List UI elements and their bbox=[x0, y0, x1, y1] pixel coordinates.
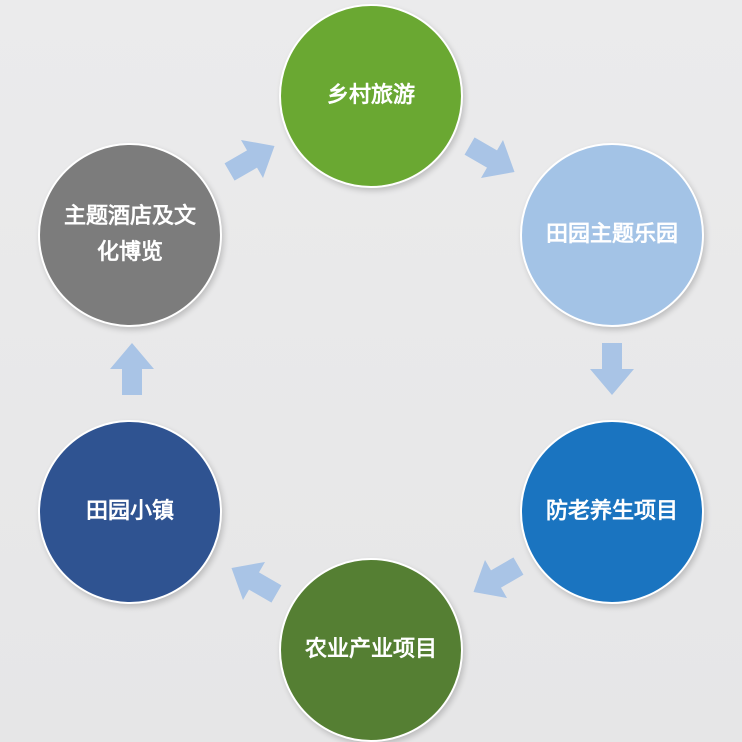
node-label: 主题酒店及文化博览 bbox=[63, 204, 196, 265]
node-pastoral-town: 田园小镇 bbox=[38, 420, 222, 604]
node-label: 防老养生项目 bbox=[545, 499, 678, 524]
arrow-icon bbox=[586, 343, 638, 395]
node-agricultural-industry-project: 农业产业项目 bbox=[279, 558, 463, 742]
arrow-icon bbox=[106, 343, 158, 395]
arrow-shape bbox=[590, 343, 634, 395]
node-label: 农业产业项目 bbox=[304, 637, 437, 662]
arrow-icon bbox=[218, 545, 289, 616]
node-label: 乡村旅游 bbox=[326, 83, 415, 108]
arrow-shape bbox=[231, 561, 282, 603]
node-label: 田园主题乐园 bbox=[545, 222, 678, 247]
node-rural-tourism: 乡村旅游 bbox=[279, 4, 463, 188]
arrow-icon bbox=[460, 543, 531, 614]
arrow-shape bbox=[473, 557, 524, 599]
arrow-shape bbox=[224, 139, 275, 181]
node-pastoral-theme-park: 田园主题乐园 bbox=[520, 143, 704, 327]
arrow-shape bbox=[464, 137, 515, 179]
arrow-icon bbox=[456, 123, 527, 194]
node-elderly-wellness-project: 防老养生项目 bbox=[520, 420, 704, 604]
node-theme-hotel-culture-expo: 主题酒店及文化博览 bbox=[38, 143, 222, 327]
arrow-shape bbox=[110, 343, 154, 395]
node-label: 田园小镇 bbox=[85, 499, 174, 524]
arrow-icon bbox=[216, 123, 287, 194]
